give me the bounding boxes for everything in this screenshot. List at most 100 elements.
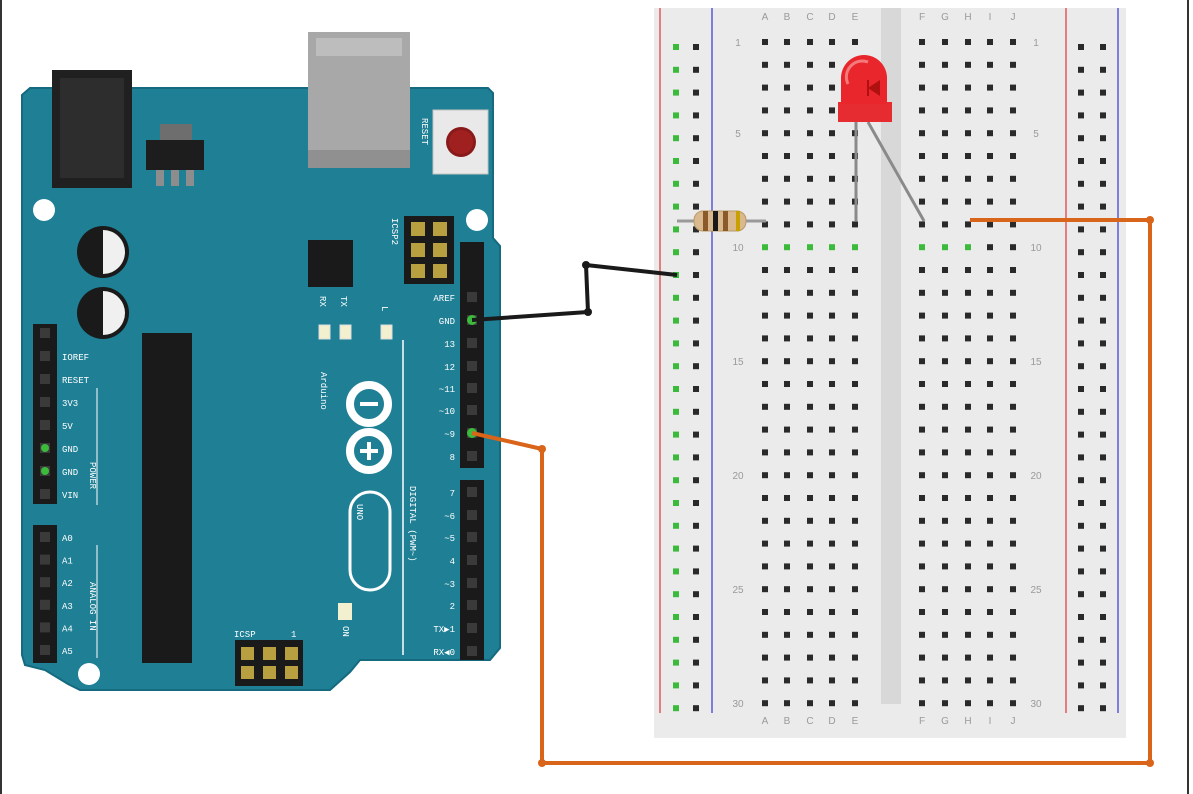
breadboard-hole [987, 289, 993, 296]
analog-pin-socket[interactable] [40, 554, 50, 565]
digital-pin-label: 13 [444, 340, 455, 350]
rail-hole [1078, 705, 1084, 712]
breadboard-hole [965, 289, 971, 296]
breadboard-hole [919, 426, 925, 433]
rail-hole [1100, 340, 1106, 347]
breadboard-hole [852, 563, 858, 570]
rail-hole [693, 591, 699, 598]
tx-label: TX [338, 296, 348, 307]
gnd-wire [471, 263, 678, 322]
rail-hole [693, 158, 699, 164]
breadboard-hole [784, 472, 790, 479]
rail-hole [673, 203, 679, 210]
breadboard-hole [1010, 700, 1016, 707]
digital-pin-socket[interactable] [467, 487, 477, 497]
analog-pin-socket[interactable] [40, 532, 50, 542]
analog-pin-socket[interactable] [40, 599, 50, 610]
breadboard-hole [762, 426, 768, 433]
digital-pin-socket[interactable] [467, 405, 477, 415]
power-pin-socket[interactable] [40, 489, 50, 499]
column-label-bottom: B [784, 716, 791, 727]
rail-hole [1078, 500, 1084, 506]
digital-pin-socket[interactable] [467, 555, 477, 565]
rail-hole [693, 112, 699, 119]
breadboard-hole [807, 198, 813, 205]
breadboard-hole [784, 107, 790, 114]
breadboard-hole [829, 472, 835, 479]
breadboard-hole [987, 175, 993, 182]
breadboard-hole [1010, 107, 1016, 114]
digital-pin-socket[interactable] [467, 600, 477, 610]
breadboard-hole [852, 312, 858, 319]
breadboard-hole [1010, 540, 1016, 547]
breadboard-hole [1010, 358, 1016, 365]
breadboard-hole [762, 563, 768, 570]
rail-hole [1100, 636, 1106, 643]
breadboard-hole [762, 289, 768, 296]
digital-pin-socket[interactable] [467, 532, 477, 542]
signal-wire-pin9 [471, 218, 1152, 765]
rail-hole [693, 340, 699, 347]
breadboard-hole [942, 563, 948, 570]
breadboard-hole [852, 586, 858, 593]
rail-hole [693, 294, 699, 301]
breadboard-hole [1010, 403, 1016, 410]
breadboard-hole [919, 586, 925, 593]
digital-pin-socket[interactable] [467, 451, 477, 461]
rail-hole [1078, 568, 1084, 575]
breadboard-hole [987, 517, 993, 524]
header-pin [411, 243, 425, 257]
column-label-top: A [762, 12, 769, 23]
breadboard-hole [1010, 61, 1016, 68]
analog-pin-socket[interactable] [40, 577, 50, 588]
breadboard-hole [762, 700, 768, 707]
breadboard-hole [987, 449, 993, 456]
breadboard-hole [829, 312, 835, 319]
breadboard-hole [919, 358, 925, 365]
digital-pin-socket[interactable] [467, 646, 477, 656]
breadboard-hole [807, 403, 813, 410]
analog-pin-label: A3 [62, 602, 73, 612]
power-pin-socket[interactable] [40, 328, 50, 338]
power-pin-socket[interactable] [40, 374, 50, 384]
rx-label: RX [317, 296, 327, 307]
power-pin-socket[interactable] [40, 420, 50, 430]
rail-hole [1100, 545, 1106, 552]
rail-hole [1078, 614, 1084, 620]
breadboard-hole [942, 449, 948, 456]
power-pin-label: GND [62, 445, 78, 455]
digital-pin-label: 2 [450, 602, 455, 612]
arduino-logo [346, 381, 392, 474]
icsp2-header [404, 216, 454, 284]
rail-hole [673, 705, 679, 712]
reset-button[interactable] [432, 109, 489, 175]
digital-pin-socket[interactable] [467, 623, 477, 633]
digital-pin-socket[interactable] [467, 361, 477, 371]
rail-hole [673, 431, 679, 438]
rail-hole [673, 112, 679, 119]
breadboard-hole [829, 495, 835, 501]
digital-pin-socket[interactable] [467, 292, 477, 302]
breadboard-hole [852, 335, 858, 342]
power-pin-label: GND [62, 468, 78, 478]
digital-pin-socket[interactable] [467, 338, 477, 348]
digital-pin-socket[interactable] [467, 383, 477, 393]
analog-pin-socket[interactable] [40, 622, 50, 633]
breadboard-hole [987, 563, 993, 570]
breadboard-hole [784, 130, 790, 137]
digital-pin-socket[interactable] [467, 578, 477, 588]
rail-hole [1078, 66, 1084, 73]
breadboard-hole [829, 540, 835, 547]
power-pin-socket[interactable] [40, 351, 50, 361]
breadboard-hole [942, 39, 948, 45]
digital-pin-socket[interactable] [467, 510, 477, 520]
rail-hole [1078, 431, 1084, 438]
power-pin-socket[interactable] [40, 397, 50, 407]
breadboard-hole [919, 472, 925, 479]
analog-pin-socket[interactable] [40, 645, 50, 655]
rail-hole [1078, 112, 1084, 119]
board-body [21, 87, 501, 691]
breadboard-hole [807, 540, 813, 547]
breadboard-hole [762, 517, 768, 524]
rail-hole [693, 386, 699, 392]
